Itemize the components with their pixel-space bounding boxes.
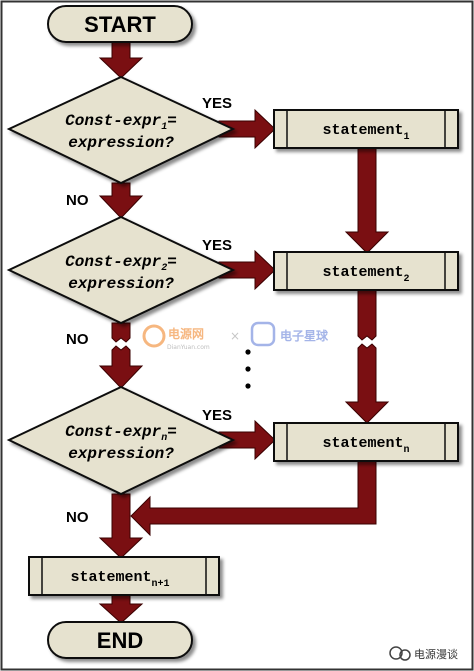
dianzixingqiu-logo-text: 电子星球	[280, 328, 329, 343]
arrow-decision2-no-top	[111, 322, 131, 343]
statement-1-box	[273, 109, 459, 149]
arrow-decision1-yes	[218, 108, 276, 150]
decision-n-line1: Const-exprn=	[65, 423, 177, 444]
start-label: START	[84, 12, 156, 37]
yes-label-2: YES	[202, 237, 232, 254]
statement-n1-box	[28, 556, 220, 596]
arrow-stmtn-merge	[130, 460, 377, 537]
corner-watermark-text: 电源漫谈	[414, 647, 458, 661]
arrow-start-to-decision1	[98, 41, 144, 79]
arrow-decisionn-no	[98, 493, 144, 559]
yes-label-n: YES	[202, 407, 232, 424]
decision-2	[6, 215, 236, 325]
watermark-separator: ×	[230, 329, 240, 343]
decision-2-line1: Const-expr2=	[65, 253, 177, 274]
ellipsis-dots	[245, 349, 251, 389]
watermark-group: 电源网 DianYuan.com × 电子星球	[142, 321, 329, 351]
statement-n-label: statementn	[322, 435, 409, 456]
yes-label-1: YES	[202, 95, 232, 112]
arrow-decision2-no-bottom	[98, 345, 144, 389]
dianyuan-logo: 电源网 DianYuan.com	[142, 324, 210, 351]
statement-2-label: statement2	[322, 264, 409, 285]
corner-watermark: 电源漫谈	[389, 646, 458, 661]
no-label-n: NO	[66, 509, 89, 526]
no-label-2: NO	[66, 331, 89, 348]
end-label: END	[97, 628, 143, 653]
arrow-decision2-yes	[218, 249, 276, 291]
dianyuan-logo-sub: DianYuan.com	[167, 344, 210, 351]
statement-n-box	[273, 422, 459, 462]
dianzixingqiu-logo: 电子星球	[250, 321, 329, 347]
start-terminal	[47, 5, 193, 43]
decision-n	[6, 385, 236, 496]
decision-n-line2: expression?	[68, 445, 174, 463]
decision-1	[6, 75, 236, 185]
decision-1-line1: Const-expr1=	[65, 112, 177, 133]
no-label-1: NO	[66, 192, 89, 209]
end-terminal	[47, 621, 193, 659]
arrow-stmt2-to-stmtn-top	[357, 289, 377, 341]
statement-n1-label: statementn+1	[70, 569, 169, 590]
arrow-stmtn1-to-end	[98, 594, 144, 624]
arrow-stmt1-to-stmt2	[344, 147, 390, 254]
arrow-stmt2-to-stmtn-bottom	[344, 343, 390, 424]
decision-2-line2: expression?	[68, 275, 174, 293]
arrow-decisionn-yes	[218, 419, 276, 461]
statement-2-box	[273, 251, 459, 291]
arrow-decision1-no	[98, 182, 144, 219]
statement-1-label: statement1	[322, 122, 409, 143]
decision-1-line2: expression?	[68, 134, 174, 152]
dianyuan-logo-text: 电源网	[168, 326, 204, 341]
